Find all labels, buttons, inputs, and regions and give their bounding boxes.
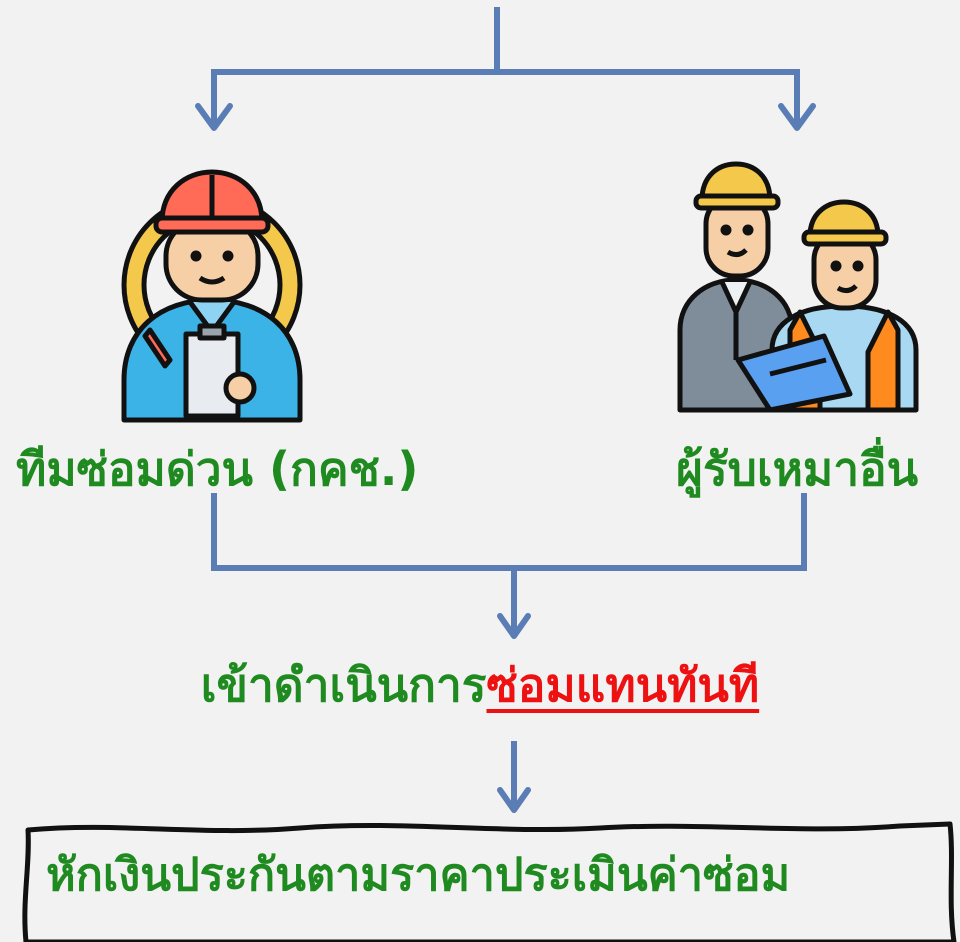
left-option-label: ทีมซ่อมด่วน (กคช.): [16, 442, 419, 496]
right-arrowhead: [778, 103, 816, 131]
action-prefix: เข้าดำเนินการ: [200, 658, 487, 712]
merge-arrowhead: [497, 613, 531, 639]
construction-contractors-icon: [677, 161, 919, 413]
action-highlight: ซ่อมแทนทันที: [486, 658, 760, 712]
engineer-with-clipboard-icon: [121, 169, 303, 423]
left-arrowhead: [195, 103, 233, 131]
result-text: หักเงินประกันตามราคาประเมินค่าซ่อม: [46, 848, 791, 901]
action-text: เข้าดำเนินการซ่อมแทนทันที: [0, 662, 960, 708]
result-arrowhead: [497, 787, 531, 813]
right-option-label: ผู้รับเหมาอื่น: [676, 442, 919, 496]
